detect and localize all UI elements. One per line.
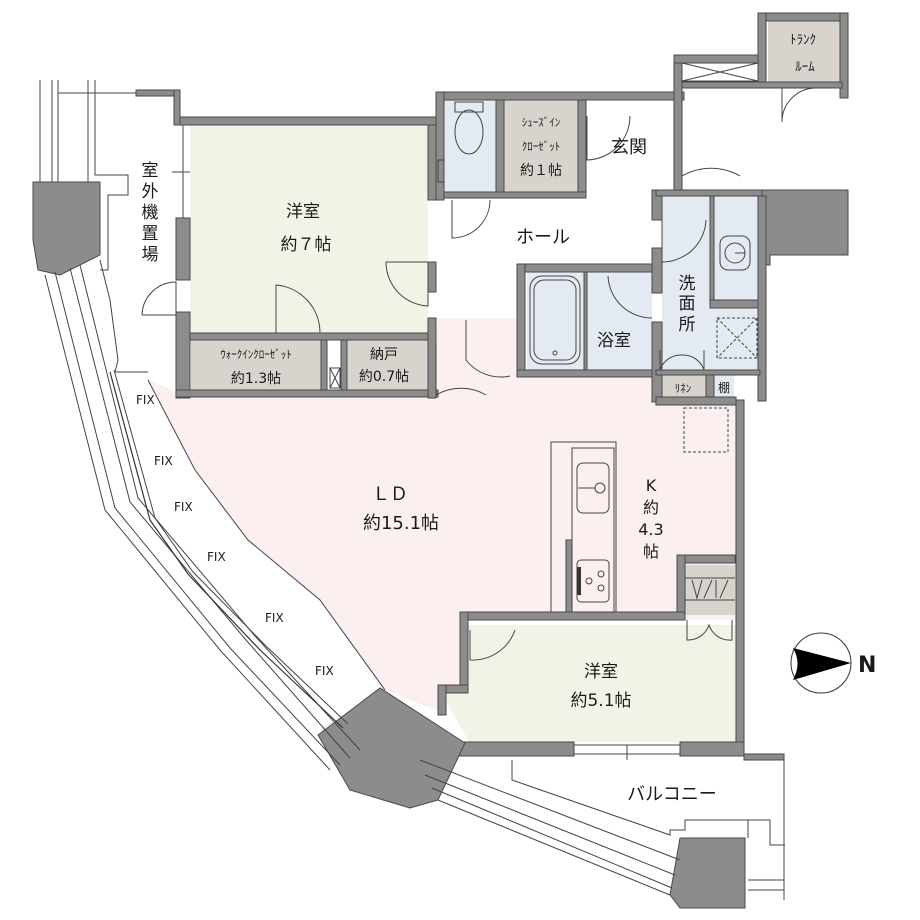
north-compass-icon: [790, 632, 852, 694]
trunk-room-line2: ﾙｰﾑ: [795, 60, 815, 75]
shelf-label: 棚: [718, 380, 730, 395]
entrance-label: 玄関: [611, 137, 647, 158]
kitchen-closet: [685, 577, 735, 601]
shoe-closet-floor: [504, 100, 578, 192]
shoe-closet-size: 約１帖: [520, 163, 562, 179]
wic-name: ｳｫｰｸｲﾝｸﾛｰｾﾞｯﾄ: [220, 348, 292, 361]
storage-floor: [347, 340, 429, 390]
western-room-7-size: 約７帖: [281, 235, 332, 255]
toilet-floor: [444, 100, 496, 192]
fix-label-2: FIX: [154, 454, 173, 468]
fridge-space-icon: [683, 407, 729, 453]
washroom-c2: 面: [679, 294, 696, 314]
shoe-closet-line2: ｸﾛｰｾﾞｯﾄ: [522, 140, 561, 153]
wic-size: 約1.3帖: [231, 371, 281, 387]
toilet-icon: [437, 101, 484, 183]
fix-label-5: FIX: [265, 611, 284, 625]
western-room-5-name: 洋室: [584, 662, 618, 682]
kitchen-closet-floor: [685, 565, 735, 615]
outdoor-unit-c4: 置: [142, 224, 159, 244]
compass-label: N: [858, 653, 876, 678]
western-room-5-size: 約5.1帖: [570, 691, 631, 711]
room-labels: 洋室 約７帖 室 外 機 置 場 ｳｫｰｸｲﾝｸﾛｰｾﾞｯﾄ 約1.3帖 納戸 …: [136, 33, 816, 805]
wic-floor: [191, 340, 321, 390]
shelf-floor: [714, 375, 734, 397]
storage-name: 納戸: [370, 347, 398, 363]
trunk-room-floor: [768, 20, 840, 82]
shoe-closet-line1: ｼｭｰｽﾞｲﾝ: [522, 116, 561, 129]
hall-label: ホール: [516, 227, 570, 248]
outdoor-unit-c2: 外: [142, 182, 159, 202]
fix-label-4: FIX: [207, 550, 226, 564]
washing-machine-icon: [716, 317, 758, 359]
walls: [32, 12, 849, 909]
western-room-5-floor: [445, 625, 736, 742]
linen-floor: [660, 375, 706, 397]
western-room-7-floor: [190, 125, 428, 333]
washbasin-icon: [719, 235, 751, 271]
bathroom-label: 浴室: [597, 331, 631, 351]
bathtub-icon: [529, 275, 581, 365]
bathroom-floor: [527, 272, 652, 370]
ld-name: ＬＤ: [372, 484, 408, 505]
balcony-outlines: [39, 80, 785, 900]
washroom-c1: 洗: [679, 274, 696, 294]
western-room-7-name: 洋室: [286, 202, 320, 222]
outdoor-unit-c3: 機: [142, 203, 159, 223]
meter-box-icon: [681, 62, 759, 82]
kitchen-name: K: [646, 476, 657, 495]
linen-label: ﾘﾈﾝ: [675, 382, 692, 395]
fix-label-6: FIX: [315, 664, 334, 678]
storage-size: 約0.7帖: [359, 369, 409, 385]
washroom-c3: 所: [679, 315, 696, 335]
storage-vent-icon: [329, 367, 341, 389]
trunk-room-line1: ﾄﾗﾝｸ: [790, 33, 816, 48]
kitchen-size-value: 4.3: [638, 520, 663, 539]
fix-label-1: FIX: [136, 393, 155, 407]
kitchen-size-unit: 帖: [643, 542, 659, 561]
balcony-label: バルコニー: [627, 784, 717, 805]
fix-label-3: FIX: [174, 500, 193, 514]
fixtures: [172, 62, 759, 613]
kitchen-counter: [550, 441, 617, 613]
ld-size: 約15.1帖: [363, 513, 439, 534]
outdoor-unit-c1: 室: [142, 161, 159, 181]
doors: [141, 87, 817, 661]
outdoor-unit-c5: 場: [142, 245, 159, 265]
kitchen-size-prefix: 約: [643, 498, 659, 517]
